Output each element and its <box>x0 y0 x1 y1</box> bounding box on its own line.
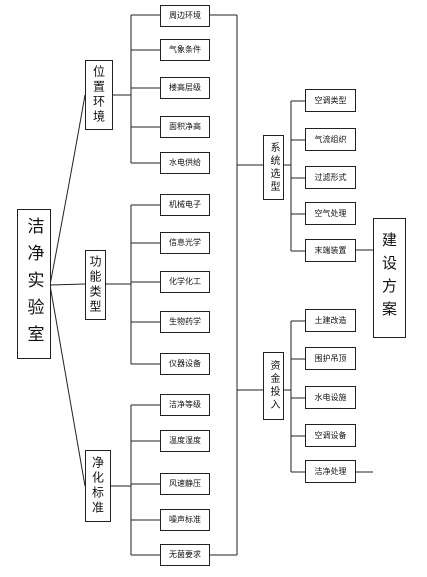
leaf-instruments: 仪器设备 <box>160 353 210 375</box>
category-location-label: 位置环境 <box>91 65 106 125</box>
root-node: 洁净实验室 <box>17 209 51 359</box>
leaf-label: 空调类型 <box>314 95 347 105</box>
leaf-label: 生物药学 <box>169 317 201 326</box>
leaf-label: 无菌要求 <box>169 550 201 559</box>
leaf-label: 气流组织 <box>314 134 347 144</box>
leaf-label: 土建改造 <box>314 315 347 325</box>
leaf-air-treatment: 空气处理 <box>305 202 356 225</box>
leaf-info-optics: 信息光学 <box>160 232 210 254</box>
category-location: 位置环境 <box>85 60 113 130</box>
leaf-clean-grade: 洁净等级 <box>160 394 210 416</box>
root-to-category-1 <box>49 94 86 286</box>
leaf-enclosure-ceiling: 围护吊顶 <box>305 347 356 370</box>
result-label: 建设方案 <box>380 232 398 324</box>
leaf-label: 洁净等级 <box>169 400 201 409</box>
root-to-category-3 <box>49 284 86 487</box>
root-label: 洁净实验室 <box>23 216 44 352</box>
leaf-utilities: 水电供给 <box>160 152 210 174</box>
leaf-label: 噪声标准 <box>169 515 201 524</box>
leaf-weather: 气象条件 <box>160 39 210 61</box>
leaf-clean-processing: 洁净处理 <box>305 460 356 483</box>
leaf-temp-humidity: 温度湿度 <box>160 430 210 452</box>
category-function-label: 功能类型 <box>88 255 102 315</box>
category-function: 功能类型 <box>85 250 106 320</box>
leaf-mechanical-electronic: 机械电子 <box>160 194 210 216</box>
leaf-label: 机械电子 <box>169 200 201 209</box>
root-to-category-2 <box>49 283 86 286</box>
leaf-label: 过滤形式 <box>314 172 347 182</box>
leaf-label: 洁净处理 <box>314 466 347 476</box>
leaf-civil-works: 土建改造 <box>305 309 356 332</box>
leaf-water-electric: 水电设施 <box>305 386 356 409</box>
leaf-floor-level: 楼高层级 <box>160 77 210 99</box>
leaf-label: 围护吊顶 <box>314 353 347 363</box>
leaf-noise: 噪声标准 <box>160 509 210 531</box>
leaf-label: 温度湿度 <box>169 436 201 445</box>
leaf-label: 气象条件 <box>169 45 201 54</box>
leaf-label: 仪器设备 <box>169 359 201 368</box>
leaf-label: 楼高层级 <box>169 83 201 92</box>
leaf-chemical: 化学化工 <box>160 271 210 293</box>
category-purification-label: 净化标准 <box>90 456 105 516</box>
leaf-bio-pharma: 生物药学 <box>160 311 210 333</box>
middle-fund-investment: 资金投入 <box>263 352 284 420</box>
middle-system-selection-label: 系统选型 <box>268 141 279 194</box>
leaf-label: 风速静压 <box>169 479 201 488</box>
leaf-wind-pressure: 风速静压 <box>160 473 210 495</box>
leaf-sterile: 无菌要求 <box>160 544 210 566</box>
leaf-label: 周边环境 <box>169 11 201 20</box>
leaf-ac-type: 空调类型 <box>305 89 356 112</box>
leaf-label: 信息光学 <box>169 238 201 247</box>
result-node: 建设方案 <box>373 218 406 338</box>
leaf-label: 末端装置 <box>314 245 347 255</box>
leaf-label: 空调设备 <box>314 430 347 440</box>
leaf-label: 面积净高 <box>169 122 201 131</box>
leaf-terminal: 末端装置 <box>305 239 356 262</box>
category-purification: 净化标准 <box>85 450 111 522</box>
leaf-label: 水电供给 <box>169 158 201 167</box>
leaf-filtration: 过滤形式 <box>305 166 356 189</box>
leaf-label: 空气处理 <box>314 208 347 218</box>
leaf-ac-equipment: 空调设备 <box>305 424 356 447</box>
leaf-label: 化学化工 <box>169 277 201 286</box>
leaf-surroundings: 周边环境 <box>160 5 210 27</box>
middle-fund-investment-label: 资金投入 <box>268 360 279 412</box>
leaf-label: 水电设施 <box>314 392 347 402</box>
middle-system-selection: 系统选型 <box>263 135 284 200</box>
leaf-area-height: 面积净高 <box>160 116 210 138</box>
leaf-airflow: 气流组织 <box>305 128 356 151</box>
